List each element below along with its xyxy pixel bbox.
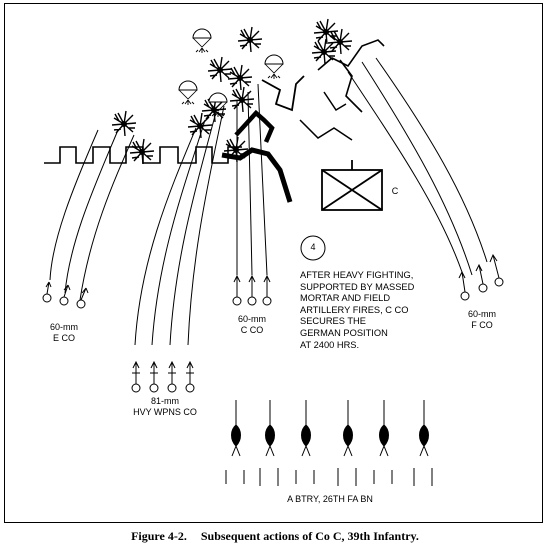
note-line: MORTAR AND FIELD xyxy=(300,293,391,304)
e-co-trajectories xyxy=(49,129,135,301)
figure-caption: Figure 4-2. Subsequent actions of Co C, 3… xyxy=(0,529,550,544)
mortar-caliber: 60-mm xyxy=(49,322,78,332)
trench-line-west xyxy=(44,146,242,164)
note-line: SUPPORTED BY MASSED xyxy=(300,281,415,292)
howitzer-icon xyxy=(225,400,433,486)
mortar-unit-name: HVY WPNS CO xyxy=(133,407,197,417)
battery-label: A BTRY, 26TH FA BN xyxy=(287,494,373,504)
phase-marker-circle xyxy=(300,235,326,261)
mortar-unit-name: C CO xyxy=(240,325,264,335)
mortar-unit-name: F CO xyxy=(471,320,493,330)
mortar-unit-c-co: 60-mm C CO xyxy=(222,314,282,336)
company-symbol-icon xyxy=(321,160,383,211)
mortar-unit-name: E CO xyxy=(52,333,75,343)
unit-symbol-label: C xyxy=(391,186,399,196)
mortar-caliber: 60-mm xyxy=(237,314,266,324)
note-line: AT 2400 HRS. xyxy=(300,339,360,350)
shell-burst-icon xyxy=(111,18,353,165)
note-line: GERMAN POSITION xyxy=(300,327,388,338)
note-line: SECURES THE xyxy=(300,316,366,327)
figure-title: Subsequent actions of Co C, 39th Infantr… xyxy=(200,529,419,543)
phase-marker-label: 4 xyxy=(310,242,316,252)
note-line: AFTER HEAVY FIGHTING, xyxy=(300,270,414,280)
figure-frame xyxy=(4,3,543,523)
mortar-caliber: 81-mm xyxy=(150,396,179,406)
figure-number: Figure 4-2. xyxy=(131,529,187,543)
hvy-wpns-trajectories xyxy=(134,105,225,346)
situation-note: AFTER HEAVY FIGHTING, SUPPORTED BY MASSE… xyxy=(300,270,414,351)
mortar-unit-e-co: 60-mm E CO xyxy=(34,322,94,344)
mortar-unit-hvy-wpns: 81-mm HVY WPNS CO xyxy=(110,396,220,418)
note-line: ARTILLERY FIRES, C CO xyxy=(300,304,409,315)
trench-line-east xyxy=(317,39,385,113)
c-co-trajectories xyxy=(236,83,268,276)
mortar-icon xyxy=(42,253,504,393)
mortar-caliber: 60-mm xyxy=(467,309,496,319)
f-co-trajectories xyxy=(347,57,488,276)
mortar-unit-f-co: 60-mm F CO xyxy=(452,309,512,331)
